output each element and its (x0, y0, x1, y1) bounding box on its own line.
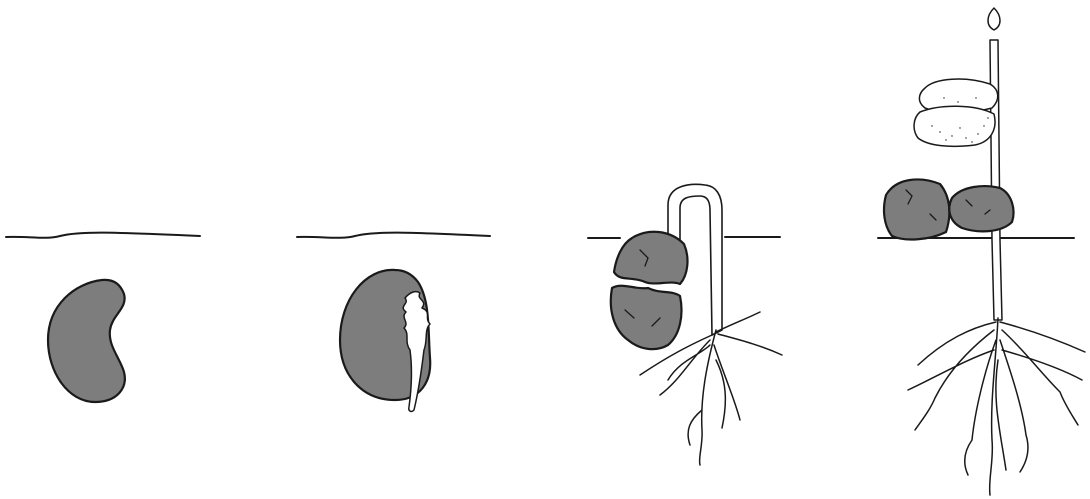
soil-line (6, 233, 200, 238)
seed-coat-right (949, 186, 1013, 231)
seed (48, 280, 125, 402)
seed-coat-lower (611, 286, 682, 349)
seed-coat-upper (614, 232, 687, 284)
root-system (908, 318, 1085, 495)
stage-4 (878, 8, 1085, 495)
stem (990, 40, 1002, 320)
seed-coat-left (884, 179, 949, 239)
stage-1 (6, 233, 200, 402)
apical-bud (988, 8, 1000, 30)
stage-2 (297, 233, 490, 412)
stage-3 (588, 184, 782, 465)
cotyledon-lower (914, 106, 995, 146)
soil-line (297, 233, 490, 238)
soil-line (588, 237, 780, 238)
